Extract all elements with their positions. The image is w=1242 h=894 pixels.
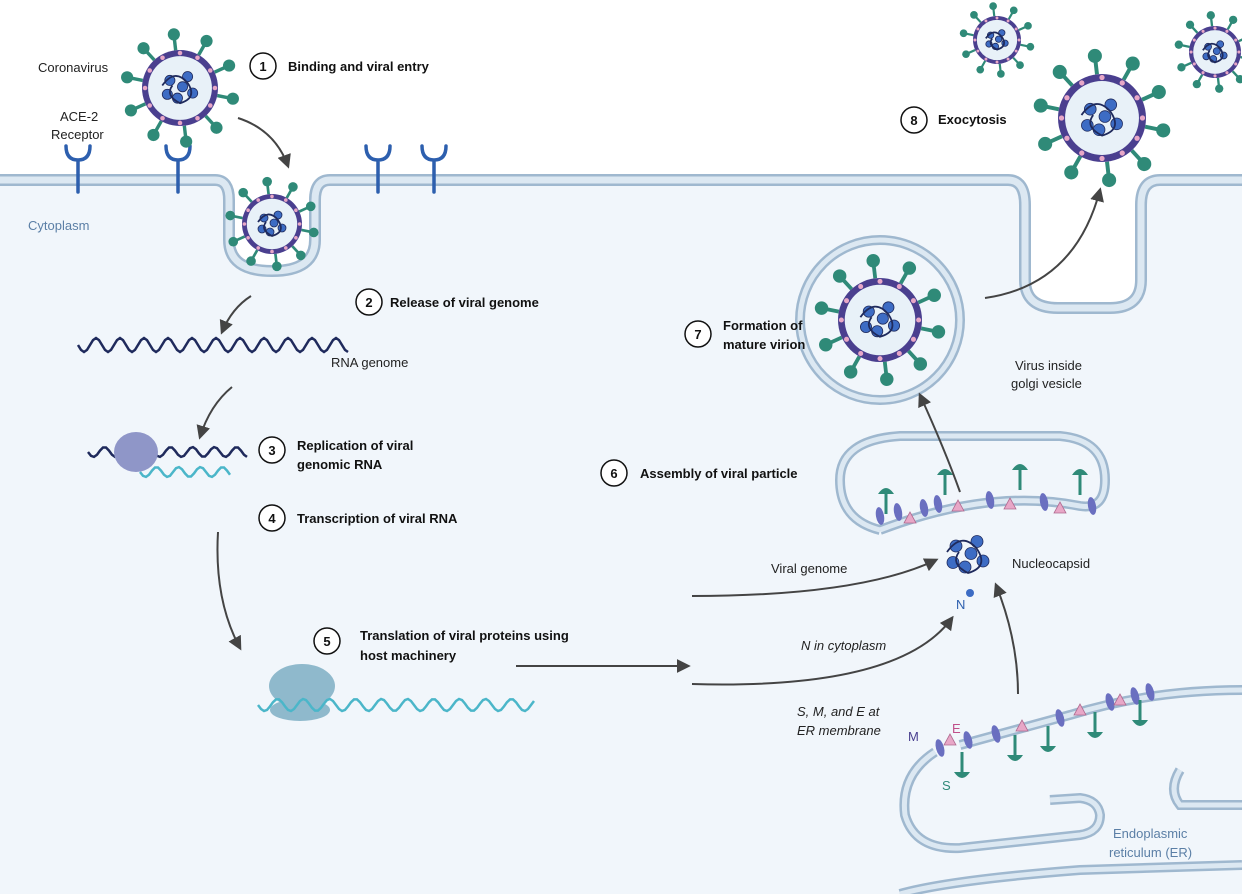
replication-strand xyxy=(87,445,248,459)
label-virus-inside-line2: golgi vesicle xyxy=(1011,376,1082,391)
step-3-number: 3 xyxy=(268,443,275,458)
arrows xyxy=(196,117,1104,695)
step-3-title-line1: Replication of viral xyxy=(297,438,413,453)
label-sme-line2: ER membrane xyxy=(797,723,881,738)
step-7-number: 7 xyxy=(694,327,701,342)
label-er-line1: Endoplasmic xyxy=(1113,826,1188,841)
step-5-title-line1: Translation of viral proteins using xyxy=(360,628,569,643)
step-5-number: 5 xyxy=(323,634,330,649)
step-4-title: Transcription of viral RNA xyxy=(297,511,458,526)
step-7-title-line2: mature virion xyxy=(723,337,805,352)
virion-in-endosome xyxy=(225,176,319,272)
label-ace2-line1: ACE-2 xyxy=(60,109,98,124)
step-8-title: Exocytosis xyxy=(938,112,1007,127)
step-1: 1 Binding and viral entry xyxy=(249,52,430,80)
step-3-title-line2: genomic RNA xyxy=(297,457,383,472)
coronavirus-entering xyxy=(121,28,239,148)
label-cytoplasm: Cytoplasm xyxy=(28,218,89,233)
released-virion-1 xyxy=(959,2,1035,78)
step-3: 3 Replication of viral genomic RNA xyxy=(258,436,413,472)
step-1-number: 1 xyxy=(259,59,266,74)
step-8: 8 Exocytosis xyxy=(900,106,1007,134)
label-n: N xyxy=(956,597,965,612)
mrna-strand xyxy=(257,697,535,713)
label-er-line2: reticulum (ER) xyxy=(1109,845,1192,860)
label-nucleocapsid: Nucleocapsid xyxy=(1012,556,1090,571)
virion-exiting xyxy=(1033,48,1171,188)
label-coronavirus: Coronavirus xyxy=(38,60,109,75)
step-7: 7 Formation of mature virion xyxy=(684,318,805,352)
label-m: M xyxy=(908,729,919,744)
label-viral-genome: Viral genome xyxy=(771,561,847,576)
step-2: 2 Release of viral genome xyxy=(355,288,539,316)
label-virus-inside-line1: Virus inside xyxy=(1015,358,1082,373)
label-s: S xyxy=(942,778,951,793)
transcript-strand xyxy=(139,465,232,479)
step-6-title: Assembly of viral particle xyxy=(640,466,798,481)
nucleocapsid-icon xyxy=(946,535,990,574)
step-1-title: Binding and viral entry xyxy=(288,59,430,74)
label-rna-genome: RNA genome xyxy=(331,355,408,370)
n-protein-dot xyxy=(966,589,974,597)
step-6: 6 Assembly of viral particle xyxy=(600,459,798,487)
rna-genome-strand xyxy=(76,336,349,354)
step-7-title-line1: Formation of xyxy=(723,318,803,333)
step-2-title: Release of viral genome xyxy=(390,295,539,310)
step-4-number: 4 xyxy=(268,511,276,526)
released-virion-2 xyxy=(1174,11,1242,93)
virion-in-golgi-vesicle xyxy=(814,254,946,386)
cytoplasm-region xyxy=(0,183,1242,894)
step-4: 4 Transcription of viral RNA xyxy=(258,504,458,532)
step-2-number: 2 xyxy=(365,295,372,310)
ribosome-large xyxy=(269,664,335,708)
step-6-number: 6 xyxy=(610,466,617,481)
ace2-receptors xyxy=(64,144,448,194)
label-n-in-cytoplasm: N in cytoplasm xyxy=(801,638,886,653)
label-e: E xyxy=(952,721,961,736)
replicase-blob xyxy=(114,432,158,472)
label-ace2-line2: Receptor xyxy=(51,127,104,142)
label-sme-line1: S, M, and E at xyxy=(797,704,881,719)
step-8-number: 8 xyxy=(910,113,917,128)
step-5: 5 Translation of viral proteins using ho… xyxy=(313,627,569,663)
step-5-title-line2: host machinery xyxy=(360,648,457,663)
